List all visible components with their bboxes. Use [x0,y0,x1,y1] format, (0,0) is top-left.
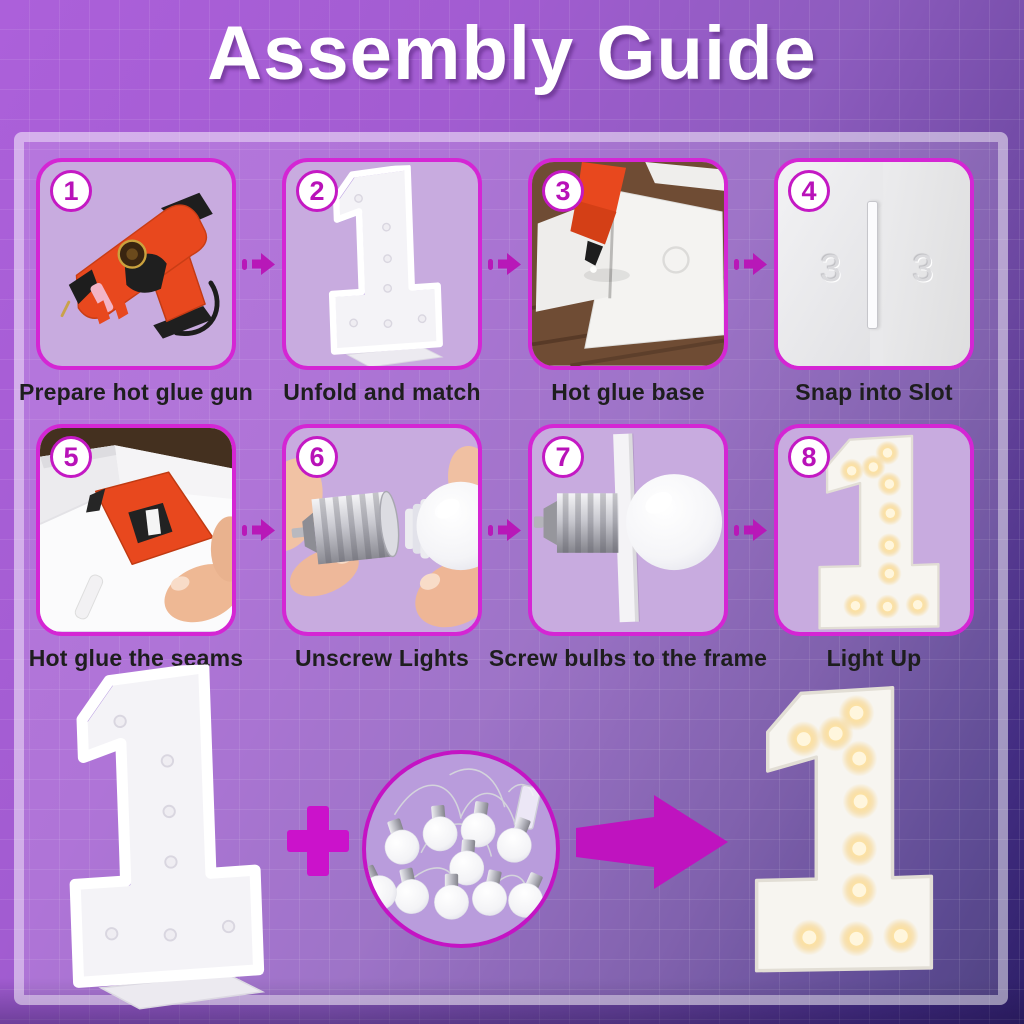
step-caption: Hot glue base [551,379,705,405]
step-arrow [236,158,282,370]
step-5-card: 5 [36,424,236,636]
step-caption: Snap into Slot [795,379,953,405]
step-number-badge: 4 [788,170,830,212]
slot-connector [867,200,879,330]
step-number-badge: 1 [50,170,92,212]
arrow-right-icon [488,519,521,541]
string-lights-circle [362,750,560,948]
unscrew-bulb-icon [286,446,478,628]
arrow-right-icon [242,519,275,541]
panel-number-right: 3 [912,247,934,290]
plus-icon [287,806,349,876]
step-arrow [236,424,282,636]
step-caption: Light Up [826,645,922,671]
step-8: 8 Light Up [774,424,974,672]
step-number-badge: 3 [542,170,584,212]
step-3-card: 3 [528,158,728,370]
step-3: 3 Hot glue base [528,158,728,406]
step-number-badge: 7 [542,436,584,478]
screw-bulb-to-frame-icon [533,433,723,623]
panel-right [870,162,970,366]
arrow-right-icon [734,519,767,541]
steps-row-1: 1 Prepare hot glue gun 2 Unfold and matc… [19,158,974,406]
step-number-badge: 2 [296,170,338,212]
bulb-cluster [366,801,543,920]
step-arrow [728,424,774,636]
step-1-card: 1 [36,158,236,370]
step-number-badge: 8 [788,436,830,478]
arrow-right-icon [488,253,521,275]
lit-marquee-number-icon [818,434,940,630]
step-6: 6 Unscrew Lights [282,424,482,672]
hot-glue-gun-icon [60,192,220,339]
step-caption: Prepare hot glue gun [18,379,254,405]
step-7-card: 7 [528,424,728,636]
step-6-card: 6 [282,424,482,636]
step-caption: Unfold and match [283,379,481,405]
step-caption: Unscrew Lights [294,645,470,671]
lit-marquee-number-large [754,686,934,973]
gluing-base-photo [532,162,724,366]
step-arrow [728,158,774,370]
page-title: Assembly Guide [207,11,817,96]
step-arrow [482,424,528,636]
result-arrow-right-icon [576,795,728,889]
step-8-card: 8 [774,424,974,636]
unlit-number-frame [69,662,266,1010]
step-4: 3 3 4 Snap into Slot [774,158,974,406]
unfolded-number-frame-icon [328,163,444,366]
step-number-badge: 5 [50,436,92,478]
step-number-badge: 6 [296,436,338,478]
step-5: 5 Hot glue the seams [29,424,243,672]
step-1: 1 Prepare hot glue gun [19,158,253,406]
panel-number-left: 3 [820,247,842,290]
step-2: 2 Unfold and match [282,158,482,406]
step-caption: Screw bulbs to the frame [488,645,768,671]
arrow-right-icon [734,253,767,275]
step-7: 7 Screw bulbs to the frame [489,424,767,672]
steps-row-2: 5 Hot glue the seams [29,424,974,672]
header: Assembly Guide [0,10,1024,97]
string-lights-icon [366,768,543,920]
step-4-card: 3 3 4 [774,158,974,370]
step-arrow [482,158,528,370]
step-2-card: 2 [282,158,482,370]
arrow-right-icon [242,253,275,275]
glue-seams-photo [40,428,232,632]
